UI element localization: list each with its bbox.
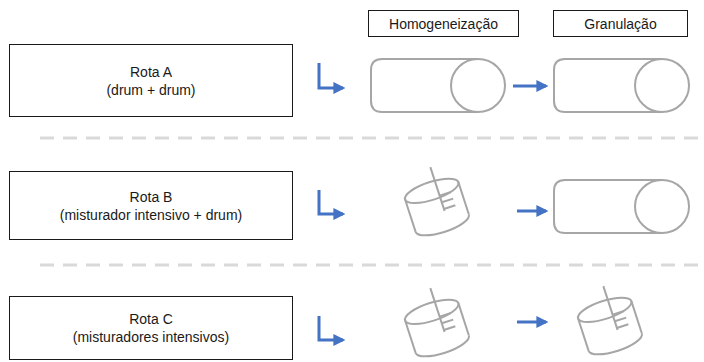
- box-title: Homogeneização: [389, 15, 498, 33]
- route-box: Rota B(misturador intensivo + drum): [9, 171, 293, 240]
- box-title: Rota C: [129, 310, 173, 328]
- box-title: Granulação: [584, 15, 656, 33]
- route-arrow: [319, 190, 343, 214]
- stage-header: Homogeneização: [368, 10, 519, 37]
- intensive-mixer: [398, 281, 472, 361]
- box-title: Rota A: [130, 63, 172, 81]
- stage-header: Granulação: [553, 10, 688, 37]
- separator-line: [40, 264, 700, 267]
- route-arrow: [319, 316, 343, 340]
- route-arrow: [319, 63, 343, 88]
- box-subtitle: (drum + drum): [106, 81, 195, 99]
- drum-granulator: [371, 59, 505, 112]
- separator-line: [40, 137, 700, 140]
- box-title: Rota B: [130, 188, 173, 206]
- flow-arrow: [513, 85, 546, 88]
- box-subtitle: (misturador intensivo + drum): [60, 206, 242, 224]
- intensive-mixer: [398, 160, 472, 240]
- route-box: Rota A(drum + drum): [9, 44, 293, 117]
- drum-granulator: [554, 180, 689, 233]
- flow-arrow: [517, 321, 546, 324]
- intensive-mixer: [571, 279, 645, 359]
- box-subtitle: (misturadores intensivos): [73, 328, 229, 346]
- flow-arrow: [517, 210, 546, 213]
- route-box: Rota C(misturadores intensivos): [9, 296, 293, 360]
- drum-granulator: [554, 59, 689, 112]
